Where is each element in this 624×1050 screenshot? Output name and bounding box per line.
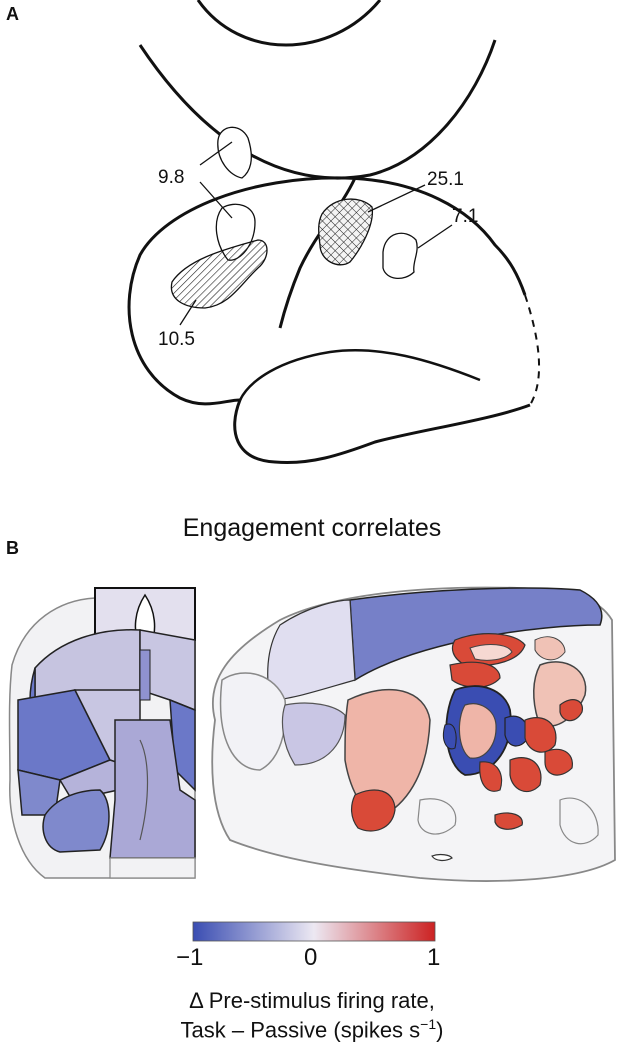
sagittal-brain-map	[211, 586, 616, 882]
region-25-1-crosshatched	[318, 198, 373, 266]
lower-lobe-line	[238, 349, 481, 401]
panel-b-title: Engagement correlates	[182, 514, 442, 542]
value-label-9-8: 9.8	[158, 167, 184, 188]
colorbar-label-line1: Δ Pre-stimulus firing rate,	[189, 988, 435, 1013]
leader-25-1	[367, 184, 426, 213]
region-10-5-hatched	[170, 239, 268, 309]
leader-10-5	[179, 299, 197, 326]
colorbar	[192, 921, 436, 942]
colorbar-label-line2: Task – Passive (spikes s−1)	[180, 1016, 444, 1043]
leader-9-8-lower	[199, 181, 233, 219]
upper-arc-outer	[138, 39, 497, 180]
region-9-8-upper	[217, 126, 252, 179]
panel-letter-a: A	[6, 4, 19, 24]
value-label-10-5: 10.5	[158, 329, 195, 350]
colorbar-tick-max: 1	[427, 944, 441, 971]
region-7-1	[382, 232, 418, 279]
panel-letter-b: B	[6, 538, 19, 558]
outline-upper-right	[344, 176, 527, 296]
colorbar-tick-min: −1	[176, 944, 204, 971]
outline-dashed	[524, 294, 540, 406]
value-label-7-1: 7.1	[452, 206, 478, 227]
brain-outline	[127, 176, 531, 465]
value-label-25-1: 25.1	[427, 169, 464, 190]
leader-7-1	[417, 224, 453, 249]
leader-9-8-upper	[199, 141, 233, 166]
upper-arc-inner	[196, 0, 382, 47]
dorsal-brain-map	[8, 587, 196, 879]
colorbar-tick-zero: 0	[304, 944, 318, 971]
